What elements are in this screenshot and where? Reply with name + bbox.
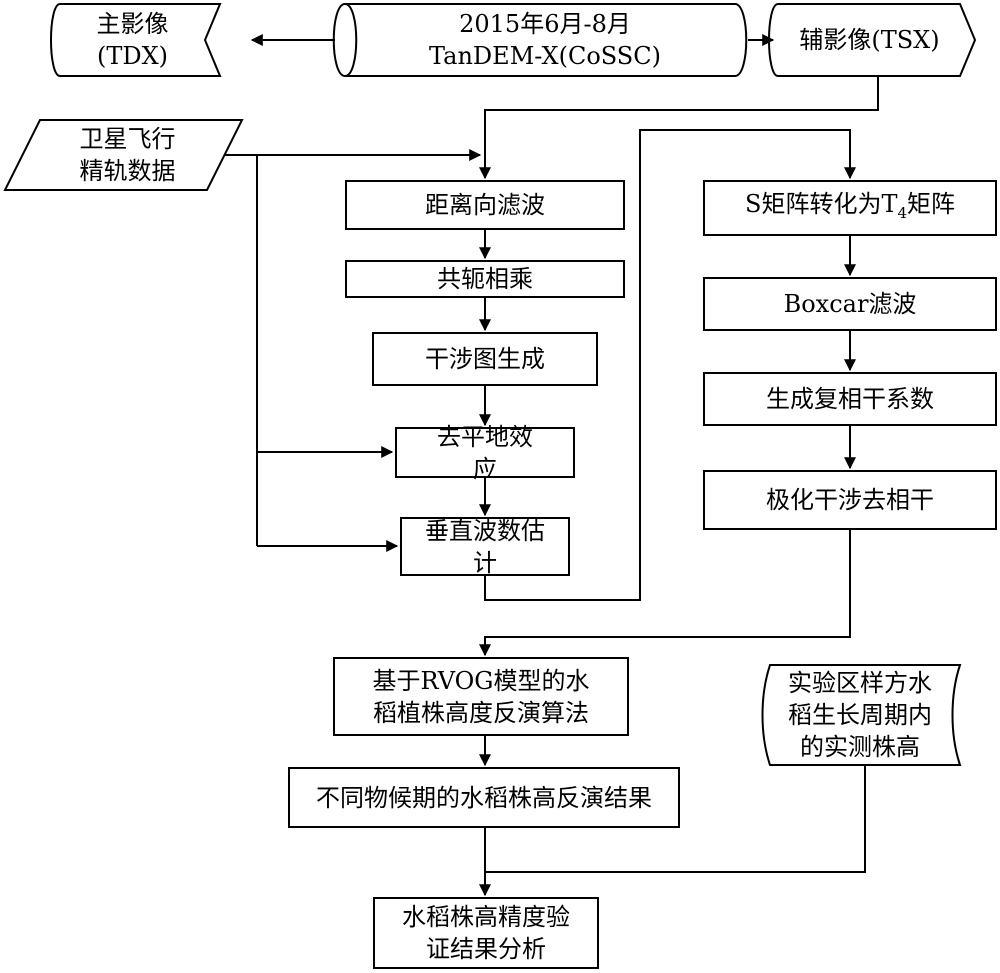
master-image-label: 主影像 (TDX) <box>96 10 169 70</box>
complex-coherence-box: 生成复相干系数 <box>703 372 997 426</box>
edge-field-to-validation <box>485 765 866 873</box>
conjugate-multiply-box: 共轭相乘 <box>345 260 625 298</box>
orbit-data-label: 卫星飞行 精轨数据 <box>79 125 176 185</box>
edge-slave-to-range-filter <box>479 76 879 180</box>
s-to-t4-matrix-box: S矩阵转化为T4矩阵 <box>703 180 997 236</box>
orbit-parallelogram-shape <box>3 119 244 191</box>
inversion-results-box: 不同物候期的水稻株高反演结果 <box>288 767 680 828</box>
range-filter-box: 距离向滤波 <box>345 180 625 230</box>
field-measurement-label: 实验区样方水 稻生长周期内 的实测株高 <box>788 669 932 761</box>
edge-wavenumber-to-s-matrix <box>484 129 856 601</box>
boxcar-filter-box: Boxcar滤波 <box>703 277 997 331</box>
vertical-wavenumber-box: 垂直波数估 计 <box>400 517 570 577</box>
interferogram-box: 干涉图生成 <box>372 332 598 386</box>
accuracy-validation-box: 水稻株高精度验 证结果分析 <box>373 897 599 969</box>
field-measurement-shape <box>761 664 962 766</box>
master-shape <box>50 3 222 77</box>
slave-shape <box>768 3 977 77</box>
flat-earth-box: 去平地效 应 <box>395 423 575 483</box>
rvog-inversion-box: 基于RVOG模型的水 稻植株高度反演算法 <box>333 657 629 736</box>
polarimetric-coherence-box: 极化干涉去相干 <box>703 470 997 530</box>
source-cylinder-shape <box>332 3 748 77</box>
edge-polarimetric-to-rvog <box>479 530 851 657</box>
slave-image-label: 辅影像(TSX) <box>799 26 940 54</box>
source-label: 2015年6月-8月 TanDEM-X(CoSSC) <box>429 10 661 70</box>
